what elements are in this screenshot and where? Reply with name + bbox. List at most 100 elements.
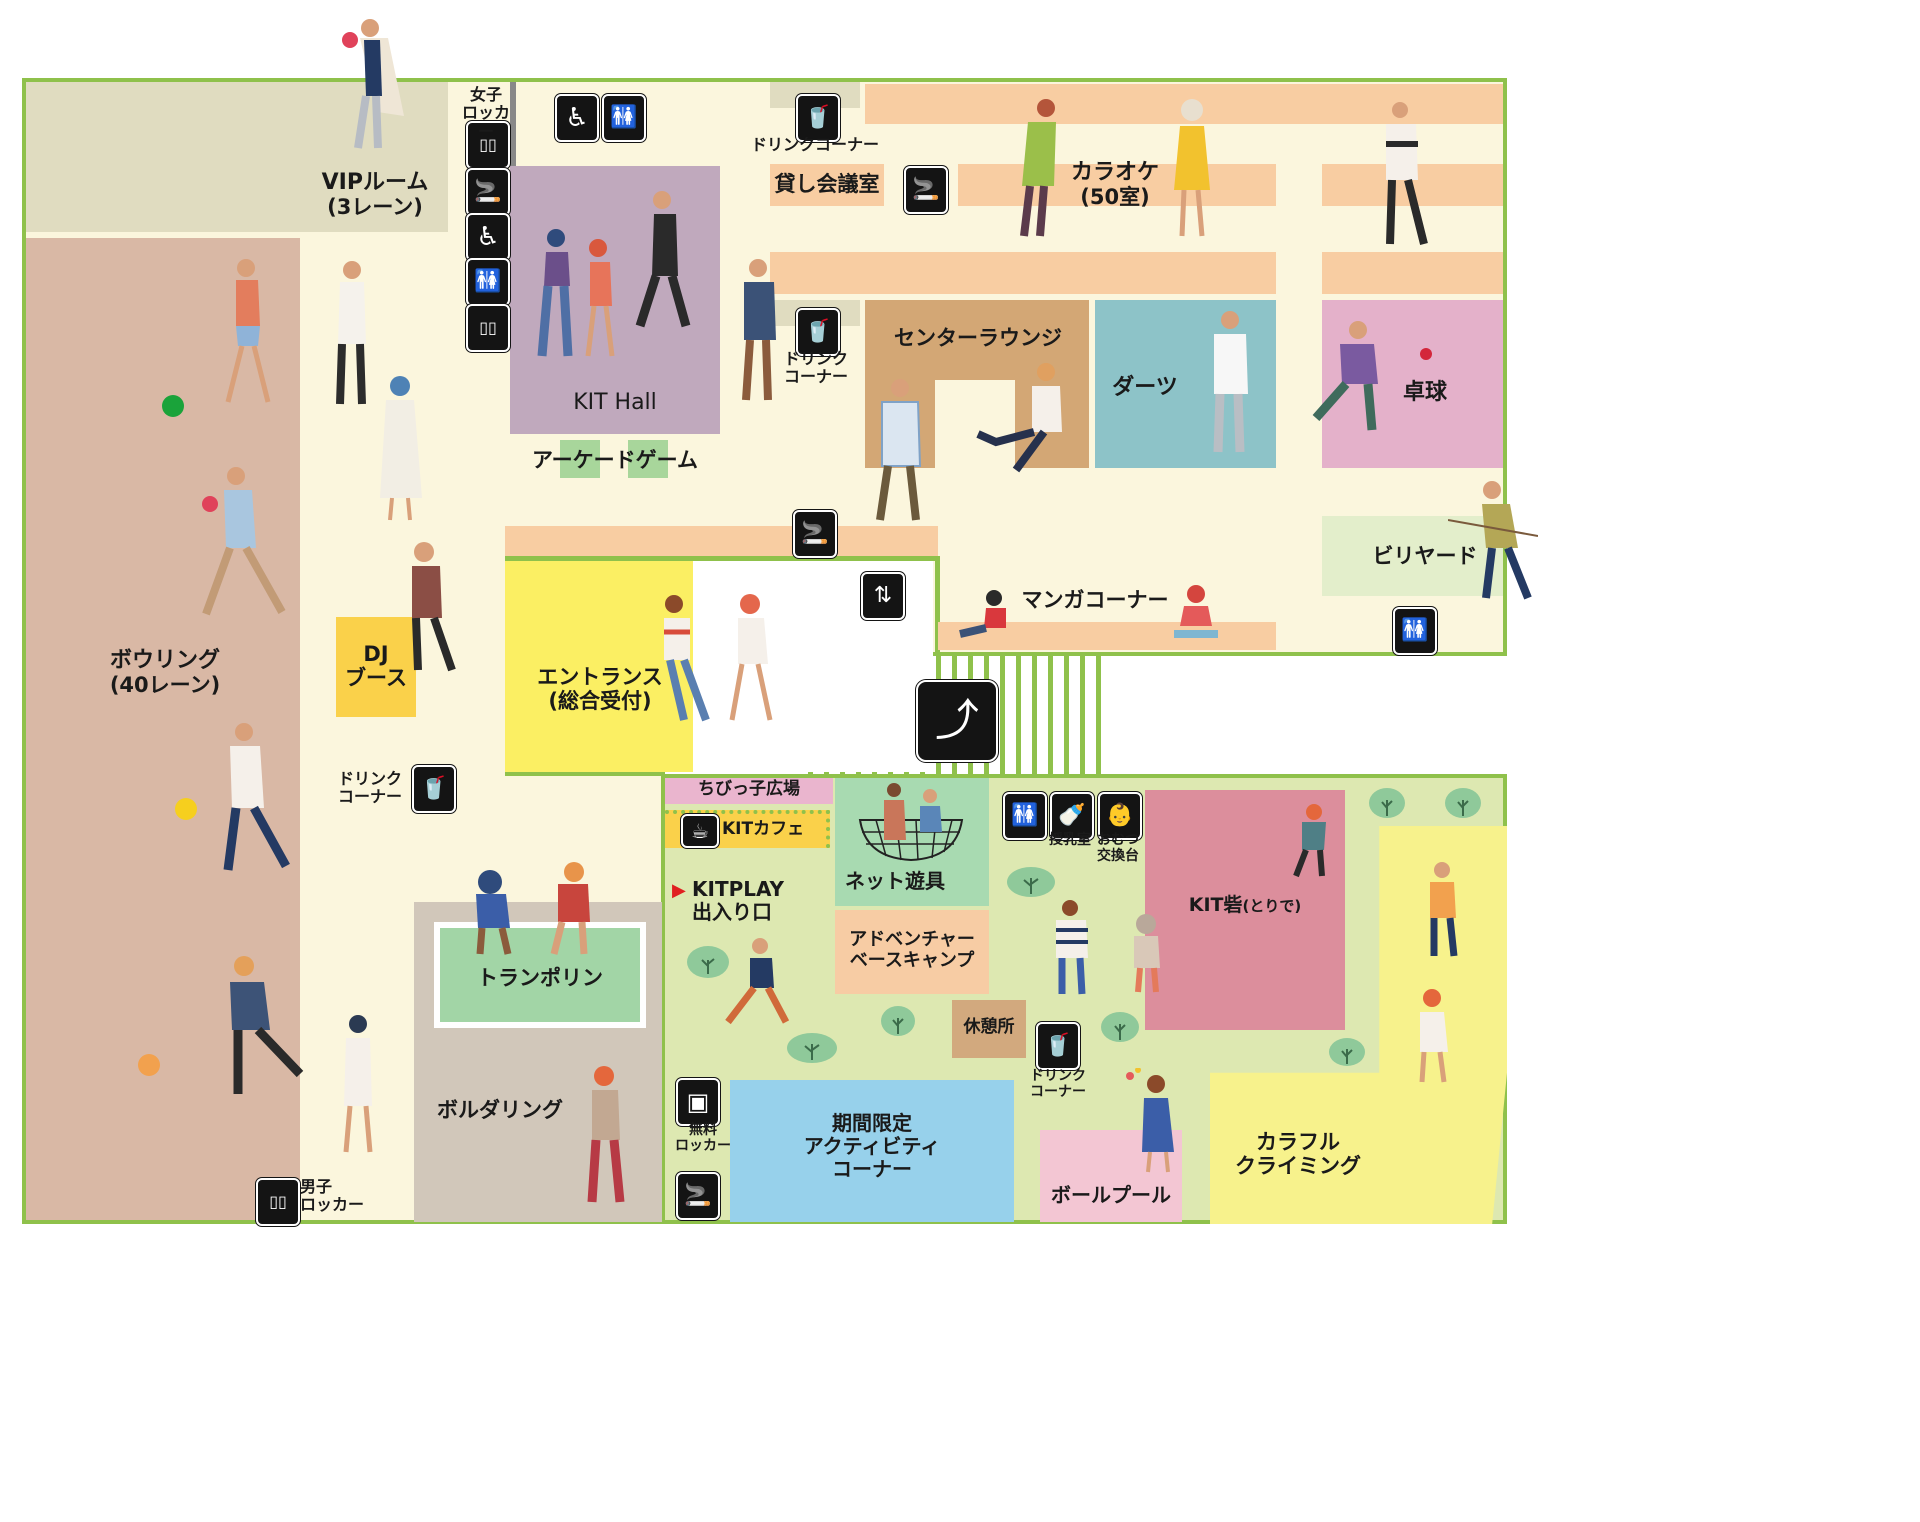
smoking-icon: 🚬 — [466, 168, 510, 216]
kit-hall-label: KIT Hall — [573, 390, 657, 415]
billiards-label: ビリヤード — [1372, 544, 1478, 568]
person-net-kids — [884, 783, 942, 840]
karaoke-room-2[interactable] — [958, 164, 1276, 206]
person-kid-hoodie — [1134, 914, 1160, 993]
drink-corner-4-label: ドリンク コーナー — [1030, 1068, 1086, 1101]
kids-square[interactable] — [665, 778, 833, 804]
billiards-area[interactable] — [1322, 516, 1503, 596]
drink-icon: 🥤 — [1036, 1022, 1080, 1070]
person-trampoline-kids — [476, 862, 590, 955]
wheelchair-icon: ♿ — [555, 94, 599, 142]
person-checker — [876, 379, 922, 521]
trampoline-label: トランポリン — [477, 966, 603, 990]
person-wall-climber-1 — [1430, 862, 1458, 957]
drink-icon: 🥤 — [412, 765, 456, 813]
smoking-corridor — [505, 526, 938, 556]
escalator-icon: ⤴ — [916, 680, 998, 762]
baby-bottle-icon: 🍼 — [1050, 792, 1094, 840]
limited-activity[interactable] — [730, 1080, 1014, 1222]
entrance[interactable] — [505, 560, 693, 772]
person-bowler-1 — [225, 259, 271, 403]
dj-booth[interactable] — [336, 617, 416, 717]
floor-divider — [505, 770, 665, 776]
tree-icon — [1007, 867, 1055, 897]
free-locker-label: 無料 ロッカー — [675, 1122, 731, 1155]
kitplay-gate-arrow: ▶ — [672, 880, 686, 901]
drink-corner-3-label: ドリンク コーナー — [337, 769, 402, 807]
person-kid-fort — [1293, 804, 1326, 878]
person-singer — [1020, 99, 1056, 237]
person-bowler-3 — [223, 723, 290, 871]
person-striped — [1386, 102, 1428, 245]
person-walker-1 — [336, 261, 366, 405]
rental-room[interactable] — [770, 164, 884, 206]
smoking-icon: 🚬 — [904, 166, 948, 214]
smoking-icon: 🚬 — [793, 510, 837, 558]
tree-icon — [1445, 788, 1481, 818]
bowling-ball-yellow — [175, 798, 197, 820]
adventure-label: アドベンチャー ベースキャンプ — [849, 929, 975, 971]
tree-icon — [1101, 1012, 1139, 1042]
tree-icon — [1329, 1038, 1365, 1066]
person-entrance-couple — [664, 594, 773, 722]
person-hiker — [343, 1015, 373, 1153]
drink-icon: 🥤 — [796, 94, 840, 142]
arcade-block-2[interactable] — [628, 440, 668, 478]
darts-label: ダーツ — [1112, 375, 1178, 400]
person-darts-player — [1213, 311, 1248, 453]
trampoline[interactable] — [434, 922, 646, 1028]
drink-corner-1-label: ドリンクコーナー — [750, 135, 879, 154]
person-reader — [959, 590, 1006, 638]
karaoke-room-4[interactable] — [770, 252, 1276, 294]
kids-square-label: ちびっ子広場 — [698, 779, 800, 799]
locker-icon: ▯▯ — [256, 1178, 300, 1226]
diaper-change-label: おむつ 交換台 — [1097, 832, 1139, 865]
entrance-label: エントランス (総合受付) — [537, 665, 663, 714]
restroom-icon: 🚻 — [466, 258, 510, 306]
rest-label: 休憩所 — [963, 1017, 1015, 1037]
person-old-lady — [1174, 99, 1210, 237]
locker-divider — [510, 82, 516, 166]
wall-corridor — [935, 556, 940, 656]
person-sitting-girl — [1174, 585, 1218, 638]
person-wall-climber-2 — [1419, 989, 1448, 1083]
rest-area[interactable] — [952, 1000, 1026, 1058]
wheelchair-icon: ♿ — [466, 213, 510, 261]
person-juggler — [1126, 1068, 1174, 1173]
person-photographer — [412, 542, 456, 672]
pingpong-label: 卓球 — [1402, 380, 1447, 405]
net-play[interactable] — [835, 778, 989, 906]
bowling-label: ボウリング (40レーン) — [109, 648, 221, 698]
karaoke-label: カラオケ (50室) — [1070, 160, 1159, 210]
person-billiards-player — [1448, 481, 1538, 600]
person-climber — [587, 1066, 625, 1203]
restroom-icon: 🚻 — [1393, 607, 1437, 655]
entrance-top-wall — [505, 556, 938, 561]
locker-icon: ▯▯ — [466, 304, 510, 352]
drink-icon: 🥤 — [796, 308, 840, 356]
restroom-icon: 🚻 — [602, 94, 646, 142]
adventure-base[interactable] — [835, 910, 989, 994]
dj-label: DJ ブース — [345, 642, 407, 691]
free-locker-icon: ▣ — [676, 1078, 720, 1126]
person-runner — [725, 938, 790, 1025]
arcade-block-1[interactable] — [560, 440, 600, 478]
tree-icon — [787, 1033, 837, 1063]
elevator-icon: ⇅ — [861, 572, 905, 620]
person-lounging — [976, 363, 1062, 473]
restroom-icon: 🚻 — [1003, 792, 1047, 840]
kitplay-gate-label: KITPLAY 出入り口 — [692, 877, 785, 924]
nursing-room-label: 授乳室 — [1049, 832, 1091, 848]
person-kid-striped — [1056, 900, 1088, 995]
rental-room-label: 貸し会議室 — [774, 172, 880, 196]
person-dancers — [537, 191, 691, 357]
person-bowler-2 — [202, 467, 286, 616]
diaper-change-icon: 👶 — [1098, 792, 1142, 840]
center-lounge-label: センターラウンジ — [894, 326, 1062, 350]
karaoke-room-5[interactable] — [1322, 252, 1503, 294]
kit-cafe-label: KITカフェ — [722, 819, 805, 839]
climbing-label: カラフル クライミング — [1235, 1130, 1361, 1179]
arcade-label: アーケードゲーム — [531, 448, 699, 472]
smoking-icon: 🚬 — [676, 1172, 720, 1220]
tree-icon — [881, 1006, 915, 1036]
